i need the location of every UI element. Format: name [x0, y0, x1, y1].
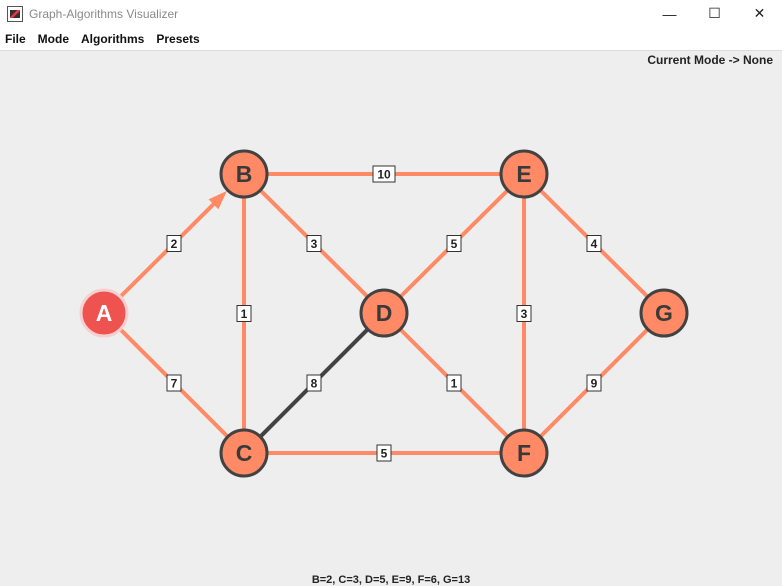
edge-E-F[interactable]: 3 [516, 174, 532, 453]
edge-F-G[interactable]: 9 [522, 311, 666, 455]
edge-weight-box [516, 305, 532, 322]
node-A[interactable]: A [79, 288, 129, 338]
edge-weight-box [306, 235, 322, 252]
node-D[interactable]: D [359, 288, 409, 338]
window-controls: — ☐ ✕ [647, 0, 782, 27]
menu-algorithms[interactable]: Algorithms [81, 31, 145, 46]
node-E[interactable]: E [499, 149, 549, 199]
node-circle [219, 149, 269, 199]
shortest-path-result: B=2, C=3, D=5, E=9, F=6, G=13 [311, 574, 471, 586]
node-circle [79, 288, 129, 338]
edge-A-B[interactable]: 2 [102, 190, 227, 315]
edge-weight-label: 5 [451, 237, 458, 251]
current-mode-label: Current Mode -> None [647, 53, 773, 67]
node-label: C [236, 440, 253, 466]
edge-weight-label: 7 [171, 377, 178, 391]
node-C[interactable]: C [219, 428, 269, 478]
node-label: B [236, 161, 253, 187]
node-label: A [96, 300, 113, 326]
edge-weight-box [166, 374, 182, 392]
edge-A-C[interactable]: 7 [102, 311, 246, 455]
edge-weight-box [166, 235, 182, 252]
node-circle [499, 149, 549, 199]
edge-weight-label: 1 [241, 307, 248, 321]
node-label: G [655, 300, 673, 326]
node-F[interactable]: F [499, 428, 549, 478]
menu-file[interactable]: File [5, 31, 26, 46]
edge-D-E[interactable]: 5 [382, 172, 526, 315]
node-circle [499, 428, 549, 478]
edge-E-G[interactable]: 4 [522, 172, 666, 315]
edge-weight-box [586, 374, 602, 392]
minimize-button[interactable]: — [662, 5, 677, 22]
window-title: Graph-Algorithms Visualizer [29, 6, 179, 21]
node-B[interactable]: B [219, 149, 269, 199]
edge-B-D[interactable]: 3 [242, 172, 386, 315]
edge-weight-label: 3 [311, 237, 318, 251]
edge-D-F[interactable]: 1 [382, 311, 526, 455]
menu-presets[interactable]: Presets [156, 31, 200, 46]
edge-weight-label: 10 [377, 168, 391, 182]
edge-weight-label: 1 [451, 377, 458, 391]
edge-line [102, 200, 218, 315]
node-G[interactable]: G [639, 288, 689, 338]
edge-C-F[interactable]: 5 [244, 444, 524, 462]
edge-C-D[interactable]: 8 [242, 311, 386, 455]
edge-weight-box [236, 305, 252, 322]
edge-arrowhead [208, 190, 227, 210]
edge-B-E[interactable]: 10 [244, 165, 524, 183]
edge-weight-box [586, 235, 602, 252]
edge-weight-label: 4 [591, 237, 598, 251]
edge-weight-label: 8 [311, 377, 318, 391]
edge-weight-box [306, 374, 322, 392]
edge-weight-box [446, 374, 462, 392]
menu-bar: File Mode Algorithms Presets [0, 27, 782, 51]
edge-weight-label: 3 [521, 307, 528, 321]
node-label: E [516, 161, 531, 187]
close-button[interactable]: ✕ [753, 5, 766, 21]
node-circle [359, 288, 409, 338]
edge-weight-label: 5 [381, 447, 388, 461]
node-label: D [376, 300, 393, 326]
edge-weight-label: 9 [591, 377, 598, 391]
edge-weight-box [372, 165, 396, 183]
node-circle [639, 288, 689, 338]
app-icon [7, 5, 23, 22]
edge-weight-box [446, 235, 462, 252]
node-label: F [517, 440, 531, 466]
edge-B-C[interactable]: 1 [236, 174, 252, 453]
maximize-button[interactable]: ☐ [708, 5, 721, 21]
node-circle [219, 428, 269, 478]
menu-mode[interactable]: Mode [37, 31, 70, 46]
title-bar: Graph-Algorithms Visualizer — ☐ ✕ [0, 0, 782, 27]
edge-weight-box [376, 444, 392, 462]
edge-weight-label: 2 [171, 237, 178, 251]
